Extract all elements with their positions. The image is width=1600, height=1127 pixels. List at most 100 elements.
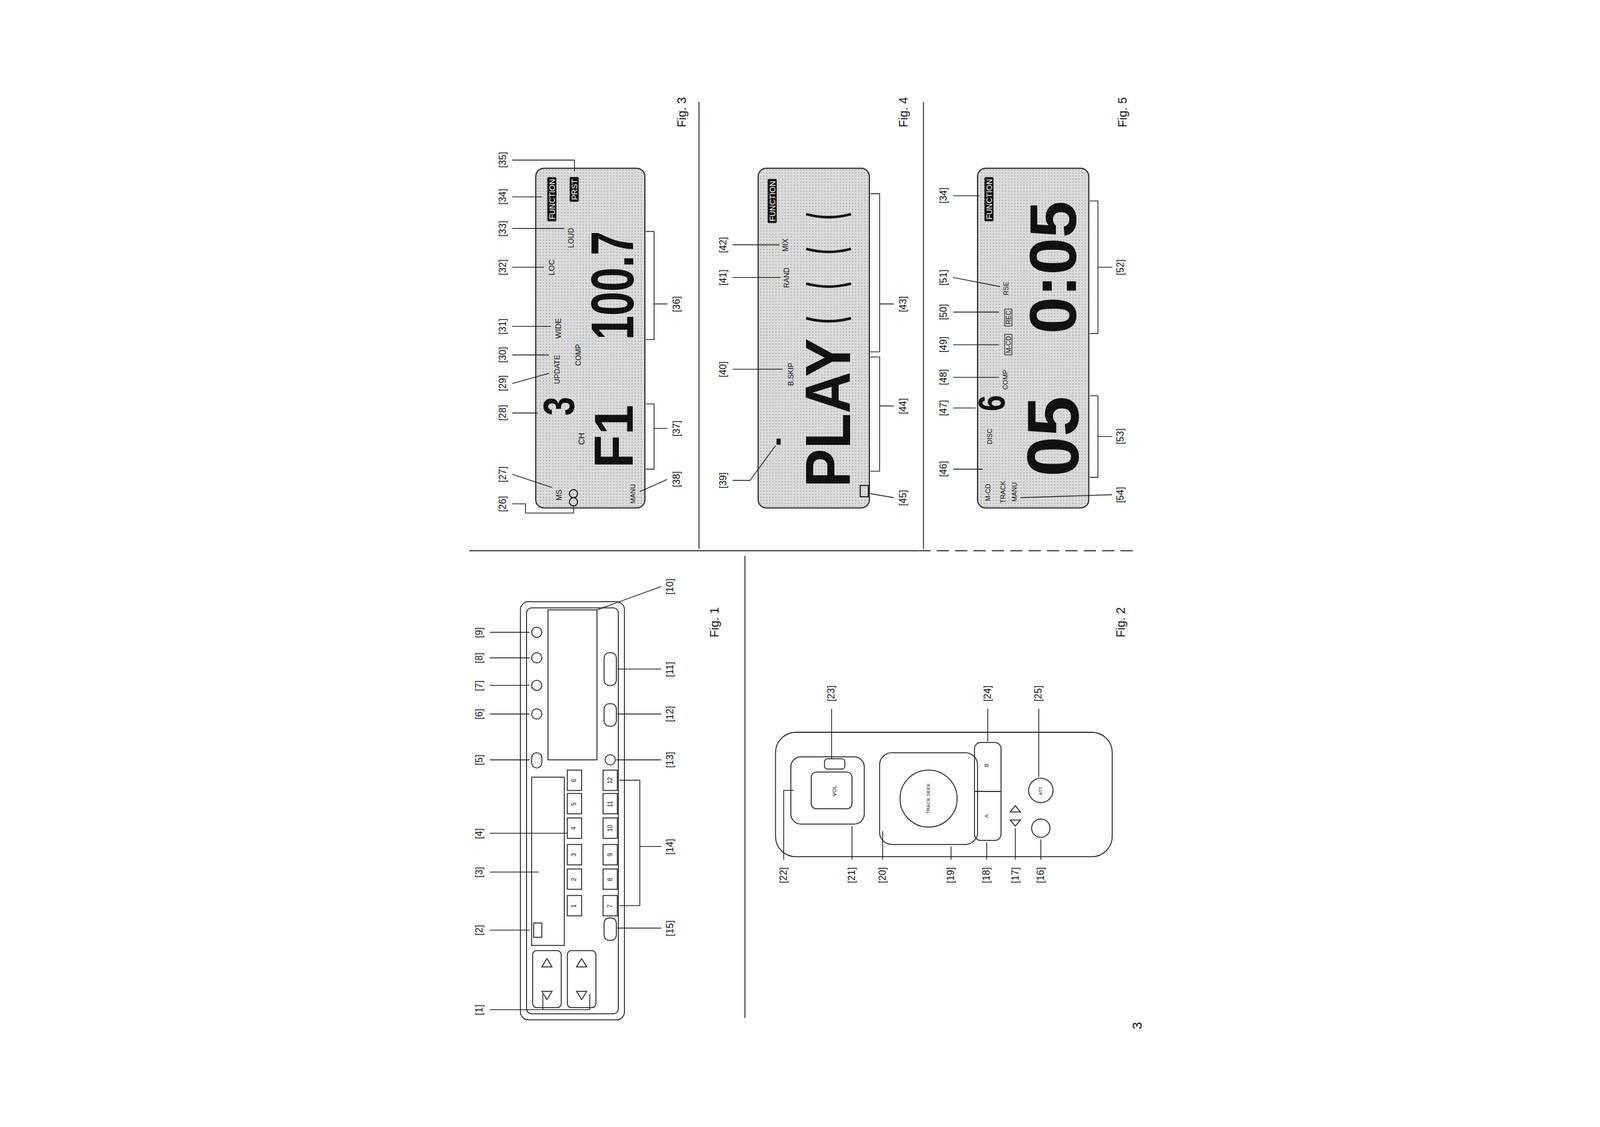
key-legend: VOL [832, 785, 838, 797]
button [1028, 778, 1054, 804]
callout-number: [6] [474, 708, 485, 720]
callout-number: [26] [498, 496, 508, 513]
page-number: 3 [1130, 1021, 1145, 1029]
lcd-indicator: MS [555, 489, 563, 501]
callout-number: [17] [1010, 867, 1021, 884]
callout-number: [22] [778, 867, 789, 884]
callout-number: [53] [1115, 428, 1126, 445]
volume-key [811, 772, 853, 810]
callout-number: [32] [498, 259, 508, 276]
lcd-indicator: MIX [781, 238, 790, 252]
lcd-digits: F1 [586, 405, 642, 469]
callout-number: [36] [672, 295, 682, 313]
tape-icon [860, 485, 869, 497]
lcd-digits: 0:05 [1019, 201, 1087, 334]
callout-number: [29] [498, 375, 508, 392]
lcd-display: FUNCTIONPRSTLOCLOUDWIDEUPDATECOMP3CHMSF1… [535, 168, 645, 509]
key-legend: 6 [571, 778, 578, 783]
lcd-indicator: RAND [783, 267, 791, 288]
preset-buttons [567, 770, 618, 917]
callout-number: [23] [826, 685, 837, 703]
key-legend: B [984, 763, 990, 768]
key-legend: 5 [571, 802, 578, 807]
callout-number: [18] [981, 867, 992, 884]
button [604, 918, 617, 941]
key-legend: 3 [571, 853, 578, 857]
callout-number: [16] [1036, 867, 1046, 884]
lcd-digits: 100.7 [582, 231, 644, 340]
callout-number: [52] [1115, 259, 1126, 276]
button [531, 652, 543, 663]
callout-number: [7] [474, 680, 485, 692]
callout-number: [34] [498, 188, 508, 206]
button [604, 652, 617, 686]
callout-number: [19] [946, 867, 956, 884]
lcd-digits: PLAY [796, 338, 861, 488]
figure-caption: Fig. 2 [1114, 607, 1127, 638]
callout-number: [12] [665, 706, 676, 723]
button [824, 758, 846, 770]
key-legend: TRACK SEEK [926, 783, 932, 815]
button [531, 627, 543, 638]
leader-line [512, 160, 1113, 514]
ab-key [974, 742, 1002, 841]
arrow-marks [541, 958, 587, 1000]
callout-number: [31] [498, 318, 508, 335]
lcd-indicator: LOUD [567, 227, 575, 248]
divider-line [918, 550, 1133, 552]
lcd-indicator: RSE [1002, 281, 1010, 296]
callout-number: [2] [474, 924, 485, 936]
key-legend: 8 [607, 877, 614, 882]
lcd-indicator: UPDATE [553, 355, 561, 384]
callout-number: [21] [847, 867, 857, 884]
lcd-indicator: B.SKIP [787, 362, 795, 387]
callout-number: [25] [1033, 685, 1044, 703]
lcd-indicator: COMP [574, 344, 583, 366]
lcd-panel [977, 168, 1089, 509]
lcd-indicator: WIDE [554, 318, 563, 339]
lcd-indicator: REC [1004, 308, 1012, 327]
lcd-indicator: M-CD [1004, 334, 1012, 356]
callout-number: [54] [1115, 486, 1126, 503]
callout-number: [5] [474, 754, 485, 766]
lcd-indicator: LOC [547, 259, 555, 276]
key-legend: 9 [607, 853, 614, 857]
lcd-indicator: MANU [1010, 481, 1018, 502]
stereo-symbol [569, 498, 578, 507]
key-legend: 12 [607, 777, 614, 784]
lcd-panel [758, 168, 870, 509]
callout-number: [15] [665, 920, 676, 938]
callout-number: [45] [898, 489, 909, 506]
callout-number: [27] [498, 466, 508, 484]
callout-number: [39] [718, 472, 729, 490]
callout-number: [42] [718, 236, 729, 253]
key-divider [974, 790, 1002, 793]
callout-number: [3] [474, 867, 485, 878]
figure-caption: Fig. 5 [1116, 97, 1129, 128]
callout-number: [28] [498, 405, 508, 422]
head-unit-housing [520, 601, 625, 1021]
callout-number: [20] [877, 867, 888, 884]
callout-number: [41] [718, 269, 729, 286]
seek-pad [879, 752, 978, 845]
lcd-indicator: CH [577, 432, 586, 445]
lcd-indicator: MANU [629, 484, 636, 504]
lcd-display: FUNCTIONM-CDDISC6COMPM-CDRECRSETRACKMANU… [977, 168, 1089, 509]
button [531, 752, 543, 768]
callout-number: [46] [938, 461, 949, 478]
callout-number: [47] [938, 400, 949, 417]
lcd-indicator: FUNCTION [768, 178, 778, 223]
callout-number: [38] [672, 471, 682, 488]
key-legend: ATT [1038, 786, 1044, 796]
lcd-digits: 3 [537, 396, 582, 416]
head-unit-front [526, 608, 619, 1014]
lcd-digits: 6 [973, 394, 1011, 412]
figure-caption: Fig. 4 [897, 97, 910, 128]
callout-number: [51] [938, 269, 949, 286]
callout-number: [40] [718, 361, 729, 378]
lcd-indicator: FUNCTION [984, 176, 994, 221]
key-legend: 2 [571, 877, 578, 882]
figure-caption: Fig. 1 [708, 607, 721, 638]
